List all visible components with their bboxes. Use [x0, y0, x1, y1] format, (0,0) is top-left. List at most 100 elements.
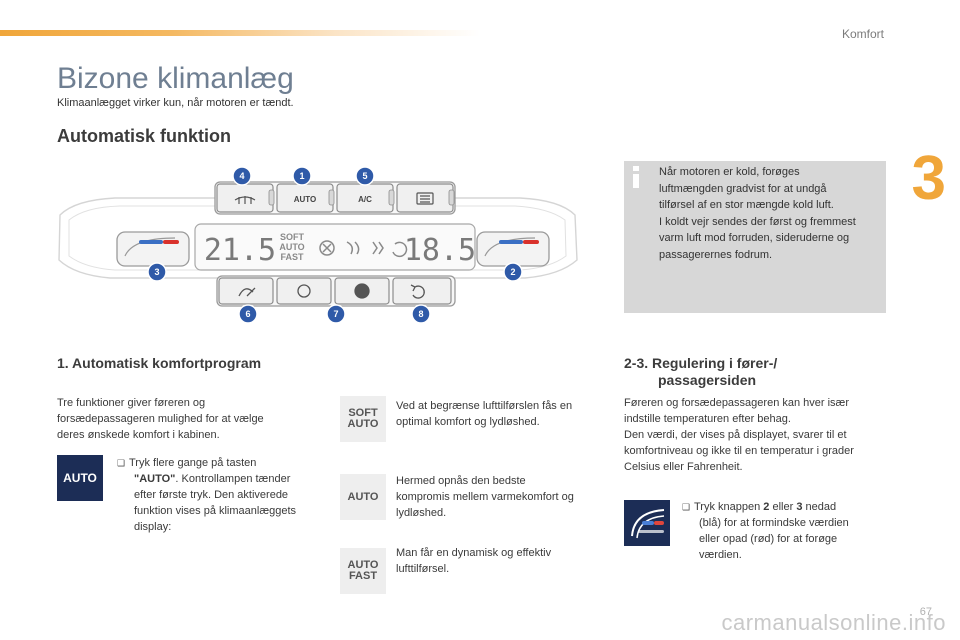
climate-panel-illustration: AUTO A/C 21.5 18.5 SOFT AUTO FAST — [58, 166, 578, 324]
comfort-intro-line: Tre funktioner giver føreren og — [57, 397, 206, 409]
regulation-step: ❑Tryk knappen 2 eller 3 nedad (blå) for … — [682, 499, 887, 563]
regulation-text-line: Føreren og forsædepassageren kan hver is… — [624, 397, 849, 409]
mode-text-line: lydløshed. — [396, 507, 447, 519]
fan-increase-icon — [354, 283, 370, 299]
mode-tile-auto-fast: AUTO FAST — [340, 548, 386, 594]
comfort-step-prefix: Tryk flere gange på tasten — [129, 457, 257, 469]
info-line: I koldt vejr sendes der først og fremmes… — [659, 215, 856, 228]
callout-badge-7 — [326, 304, 346, 324]
mode-tile-label: SOFT — [348, 407, 378, 419]
regulation-step-text: Tryk knappen — [694, 501, 764, 513]
panel-ac-label: A/C — [358, 195, 372, 204]
rear-defrost-icon — [416, 192, 434, 205]
callout-badge-8 — [411, 304, 431, 324]
regulation-step-line: (blå) for at formindske værdien — [699, 517, 849, 529]
display-mode-soft: SOFT — [280, 232, 305, 242]
mode-text-line: kompromis mellem varmekomfort og — [396, 491, 574, 503]
comfort-step-line: efter første tryk. Den aktiverede — [134, 489, 289, 501]
callout-badge-6 — [238, 304, 258, 324]
panel-auto-label: AUTO — [294, 195, 317, 204]
info-line: luftmængden gradvist for at undgå — [659, 182, 827, 195]
regulation-text-line: komfortniveau og ikke til en temperatur … — [624, 445, 854, 457]
passenger-temp-knob — [476, 231, 550, 267]
callout-badge-4-text: 4 — [239, 171, 244, 181]
display-left-temp: 21.5 — [204, 233, 276, 268]
callout-badge-4 — [232, 166, 252, 186]
bullet-icon: ❑ — [117, 458, 126, 468]
info-box — [624, 161, 886, 313]
callout-badge-3 — [147, 262, 167, 282]
section-title: Automatisk funktion — [57, 126, 231, 146]
page-subtitle: Klimaanlægget virker kun, når motoren er… — [57, 97, 294, 109]
bullet-icon: ❑ — [682, 502, 691, 512]
mode-text-line: Hermed opnås den bedste — [396, 475, 526, 487]
mode-tile-label: AUTO — [347, 418, 379, 430]
mode-tile-label: AUTO — [347, 490, 379, 503]
display-right-temp: 18.5 — [404, 233, 476, 268]
comfort-step: ❑Tryk flere gange på tasten "AUTO". Kont… — [117, 455, 322, 535]
display-airflow-icon — [346, 241, 360, 255]
mode-text-line: Man får en dynamisk og effektiv — [396, 547, 552, 559]
display-feet-icon — [372, 241, 384, 255]
mode-text-auto: Hermed opnås den bedste kompromis mellem… — [396, 473, 606, 521]
info-text: Når motoren er kold, forøges luftmængden… — [659, 164, 883, 263]
info-line: Når motoren er kold, forøges — [659, 166, 800, 178]
display-fan-icon — [319, 240, 335, 256]
regulation-text-line: Den værdi, der vises på displayet, svare… — [624, 429, 847, 441]
regulation-step-text: eller — [769, 501, 797, 513]
regulation-step-key-3: 3 — [796, 501, 803, 513]
recirculation-icon — [410, 284, 425, 299]
comfort-step-key: "AUTO" — [134, 473, 176, 485]
page-title: Bizone klimanlæg — [57, 62, 294, 95]
regulation-text: Føreren og forsædepassageren kan hver is… — [624, 395, 894, 475]
callout-badge-3-text: 3 — [154, 267, 159, 277]
comfort-step-line: display: — [134, 521, 172, 533]
driver-temp-knob — [116, 231, 190, 267]
page-number: 67 — [919, 606, 932, 618]
info-line: passagerernes fodrum. — [659, 248, 773, 261]
display-mode-auto: AUTO — [279, 242, 304, 252]
display-mode-fast: FAST — [280, 252, 304, 262]
callout-badge-2-text: 2 — [510, 267, 515, 277]
regulation-text-line: indstille temperaturen efter behag. — [624, 413, 791, 425]
mode-tile-auto: AUTO — [340, 474, 386, 520]
mode-tile-soft-auto: SOFT AUTO — [340, 396, 386, 442]
chapter-number: 3 — [911, 144, 946, 213]
fan-decrease-icon — [297, 284, 311, 298]
regulation-step-line: eller opad (rød) for at forøge — [699, 533, 838, 545]
windshield-defrost-icon — [234, 196, 256, 204]
mode-text-soft: Ved at begrænse lufttilførslen fås en op… — [396, 398, 606, 430]
mode-text-line: lufttilførsel. — [396, 563, 450, 575]
callout-badge-1-text: 1 — [299, 171, 304, 181]
air-distribution-icon — [238, 287, 256, 297]
callout-badge-8-text: 8 — [418, 309, 423, 319]
regulation-heading-line: passagersiden — [658, 372, 757, 388]
auto-button-tile: AUTO — [57, 455, 103, 501]
comfort-heading: 1. Automatisk komfortprogram — [57, 355, 262, 371]
display-recirculation-icon — [392, 241, 408, 258]
info-icon — [633, 166, 639, 188]
callout-badge-6-text: 6 — [245, 309, 250, 319]
mode-text-line: Ved at begrænse lufttilførslen fås en — [396, 400, 573, 412]
mode-tile-label: AUTO — [347, 559, 379, 571]
callout-badge-5 — [355, 166, 375, 186]
comfort-step-line: . Kontrollampen tænder — [175, 473, 291, 485]
regulation-step-text: nedad — [802, 501, 837, 513]
regulation-text-line: Celsius eller Fahrenheit. — [624, 461, 743, 473]
regulation-step-line: værdien. — [699, 549, 742, 561]
info-line: varm luft mod forruden, sideruderne og — [659, 232, 850, 244]
callout-badge-2 — [503, 262, 523, 282]
callout-badge-1 — [292, 166, 312, 186]
callout-badge-5-text: 5 — [362, 171, 367, 181]
regulation-heading: 2-3. Regulering i fører-/ passagersiden — [624, 355, 777, 389]
info-line: tilførsel af en stor mængde kold luft. — [659, 199, 834, 211]
watermark-logo: carmanualsonline.info — [721, 610, 946, 635]
header-accent-bar — [0, 30, 480, 36]
mode-text-line: optimal komfort og lydløshed. — [396, 416, 540, 428]
mode-text-fast: Man får en dynamisk og effektiv lufttilf… — [396, 545, 606, 577]
comfort-intro-line: forsædepassageren mulighed for at vælge — [57, 413, 264, 425]
temp-knob-tile — [624, 500, 670, 546]
chapter-label: Komfort — [841, 27, 884, 41]
callout-badge-7-text: 7 — [333, 309, 338, 319]
comfort-intro: Tre funktioner giver føreren og forsædep… — [57, 395, 317, 443]
